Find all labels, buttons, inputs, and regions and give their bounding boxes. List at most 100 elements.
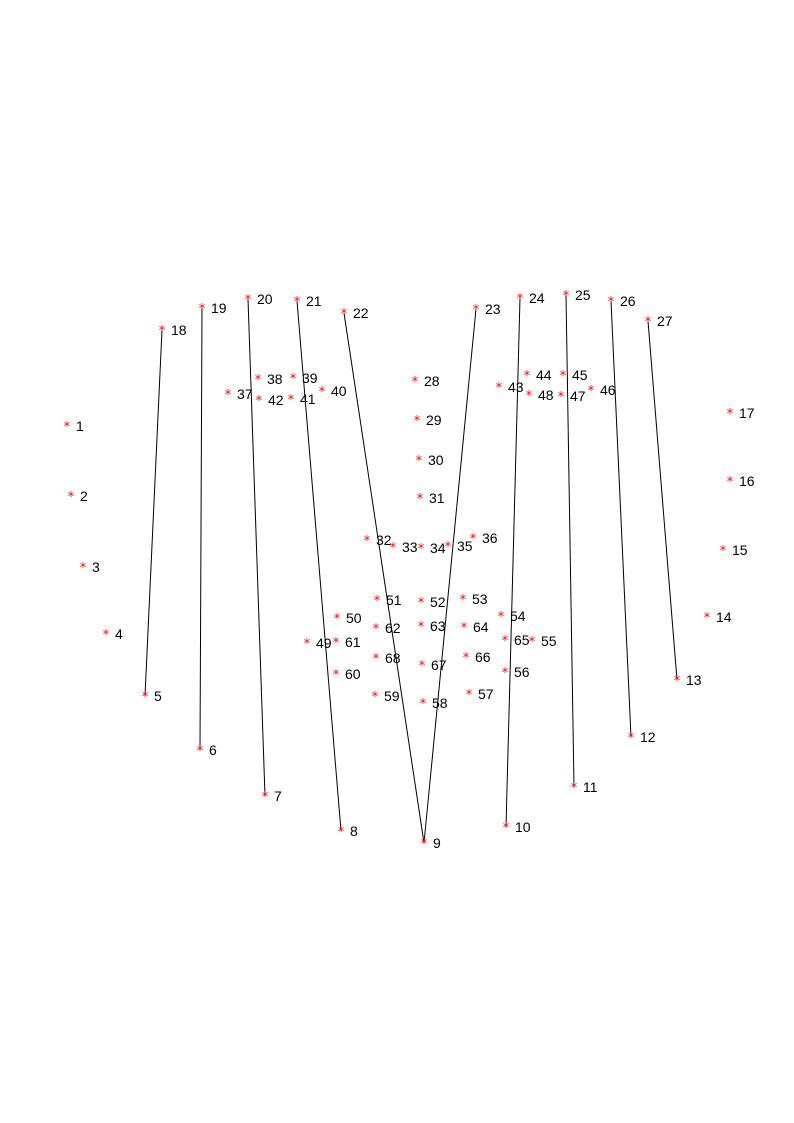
point-label: 56 — [514, 664, 530, 680]
landmark-point-22: *22 — [341, 305, 369, 322]
point-label: 4 — [115, 626, 123, 642]
asterisk-marker-icon: * — [571, 781, 578, 796]
point-label: 18 — [171, 322, 187, 338]
point-label: 45 — [572, 367, 588, 383]
asterisk-marker-icon: * — [704, 611, 711, 626]
asterisk-marker-icon: * — [333, 668, 340, 683]
point-label: 23 — [485, 301, 501, 317]
landmark-point-32: * 32 — [364, 532, 392, 549]
point-label: 10 — [515, 819, 531, 835]
point-label: 47 — [570, 388, 586, 404]
landmark-point-17: *17 — [727, 405, 755, 422]
landmark-point-44: *44 — [524, 367, 552, 384]
point-label: 27 — [657, 313, 673, 329]
asterisk-marker-icon: * — [418, 596, 425, 611]
point-label: 12 — [640, 729, 656, 745]
point-label: 32 — [376, 532, 392, 548]
point-label: 14 — [716, 609, 732, 625]
landmark-point-24: *24 — [517, 290, 545, 307]
asterisk-marker-icon: * — [372, 690, 379, 705]
landmark-point-47: *47 — [558, 388, 586, 405]
asterisk-marker-icon: * — [245, 293, 252, 308]
asterisk-marker-icon: * — [588, 384, 595, 399]
landmark-point-43: *43 — [496, 379, 524, 396]
landmark-point-64: *64 — [461, 619, 489, 636]
landmark-point-20: * 20 — [245, 291, 273, 308]
landmark-point-54: *54 — [498, 608, 526, 625]
point-label: 68 — [385, 650, 401, 666]
landmark-point-62: *62 — [373, 620, 401, 637]
point-label: 8 — [350, 823, 358, 839]
asterisk-marker-icon: * — [498, 610, 505, 625]
asterisk-marker-icon: * — [466, 688, 473, 703]
landmark-point-65: *65 — [502, 632, 530, 649]
landmark-point-34: *34 — [418, 540, 446, 557]
asterisk-marker-icon: * — [463, 651, 470, 666]
point-label: 35 — [457, 538, 473, 554]
landmark-point-61: *61 — [333, 634, 361, 651]
landmark-point-12: * 12 — [628, 729, 656, 746]
point-label: 6 — [209, 742, 217, 758]
asterisk-marker-icon: * — [341, 307, 348, 322]
asterisk-marker-icon: * — [524, 369, 531, 384]
point-label: 33 — [402, 539, 418, 555]
asterisk-marker-icon: * — [256, 394, 263, 409]
asterisk-marker-icon: * — [288, 393, 295, 408]
point-label: 26 — [620, 293, 636, 309]
point-label: 66 — [475, 649, 491, 665]
point-label: 57 — [478, 686, 494, 702]
connection-line-22-9 — [343, 312, 425, 844]
connection-line-27-13 — [647, 320, 678, 681]
asterisk-marker-icon: * — [628, 731, 635, 746]
point-label: 67 — [431, 657, 447, 673]
landmark-point-53: *53 — [460, 591, 488, 608]
landmark-point-36: *36 — [470, 530, 498, 547]
point-label: 15 — [732, 542, 748, 558]
point-label: 42 — [268, 392, 284, 408]
point-label: 37 — [237, 386, 253, 402]
point-label: 65 — [514, 632, 530, 648]
asterisk-marker-icon: * — [255, 373, 262, 388]
landmark-point-23: *23 — [473, 301, 501, 318]
asterisk-marker-icon: * — [460, 593, 467, 608]
landmark-point-11: *11 — [571, 779, 598, 796]
asterisk-marker-icon: * — [517, 292, 524, 307]
connection-line-18-5 — [144, 329, 163, 697]
landmark-point-14: * 14 — [704, 609, 732, 626]
landmark-point-39: *39 — [290, 370, 318, 387]
connection-line-20-7 — [247, 298, 266, 797]
point-label: 38 — [267, 371, 283, 387]
landmark-point-42: * 42 — [256, 392, 284, 409]
asterisk-marker-icon: * — [608, 295, 615, 310]
asterisk-marker-icon: * — [502, 666, 509, 681]
asterisk-marker-icon: * — [373, 622, 380, 637]
asterisk-marker-icon: * — [364, 534, 371, 549]
asterisk-marker-icon: * — [103, 628, 110, 643]
point-label: 28 — [424, 373, 440, 389]
asterisk-marker-icon: * — [294, 295, 301, 310]
asterisk-marker-icon: * — [338, 825, 345, 840]
landmark-point-31: *31 — [417, 490, 445, 507]
point-label: 1 — [76, 418, 84, 434]
landmark-point-26: * 26 — [608, 293, 636, 310]
asterisk-marker-icon: * — [374, 594, 381, 609]
asterisk-marker-icon: * — [470, 532, 477, 547]
point-label: 30 — [428, 452, 444, 468]
asterisk-marker-icon: * — [418, 620, 425, 635]
connection-line-21-8 — [296, 300, 342, 832]
landmark-point-28: *28 — [412, 373, 440, 390]
asterisk-marker-icon: * — [420, 697, 427, 712]
landmark-point-67: *67 — [419, 657, 447, 674]
asterisk-marker-icon: * — [421, 837, 428, 852]
connection-line-25-11 — [565, 294, 575, 788]
landmark-point-30: *30 — [416, 452, 444, 469]
connection-line-26-12 — [610, 300, 632, 738]
point-label: 48 — [538, 387, 554, 403]
asterisk-marker-icon: * — [68, 490, 75, 505]
point-label: 20 — [257, 291, 273, 307]
point-label: 64 — [473, 619, 489, 635]
point-label: 60 — [345, 666, 361, 682]
point-label: 2 — [80, 488, 88, 504]
point-label: 7 — [274, 788, 282, 804]
asterisk-marker-icon: * — [333, 636, 340, 651]
